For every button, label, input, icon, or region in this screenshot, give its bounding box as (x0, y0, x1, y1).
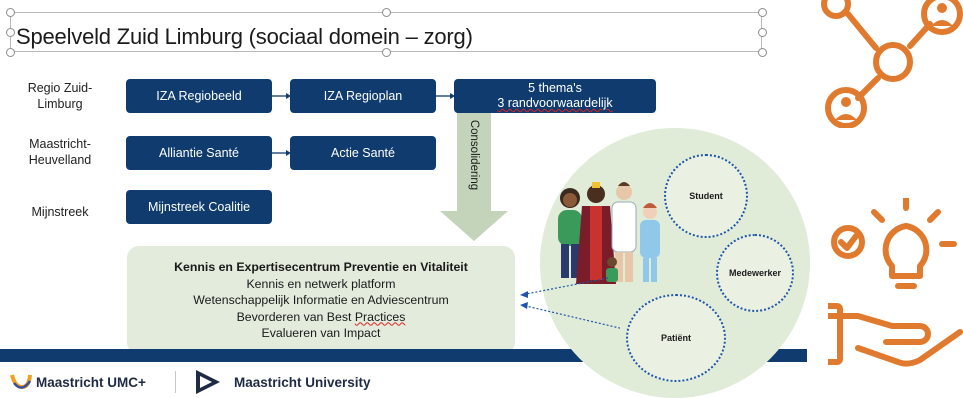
circle-medewerker: Medewerker (716, 234, 794, 312)
resize-handle-middle-left[interactable] (6, 28, 15, 37)
kennis-line-impact: Evalueren van Impact (261, 326, 381, 340)
logo-divider (175, 371, 176, 393)
box-iza-regiobeeld: IZA Regiobeeld (126, 79, 272, 113)
dotted-arrows-to-panel (520, 277, 620, 329)
consolidering-label: Consolidering (468, 119, 480, 191)
circle-student: Student (664, 154, 748, 238)
circle-patient: Patiënt (626, 294, 726, 382)
box-themas: 5 thema's 3 randvoorwaardelijk (454, 79, 656, 113)
um-logo-icon (196, 370, 220, 394)
region-label-mijnstreek: Mijnstreek (31, 205, 89, 219)
box-themas-line2: 3 randvoorwaardelijk (497, 96, 613, 110)
slide-title: Speelveld Zuid Limburg (sociaal domein –… (16, 24, 473, 49)
idea-hand-icon (828, 198, 963, 367)
consolidering-arrow (440, 113, 508, 241)
resize-handle-bottom-left[interactable] (6, 48, 15, 57)
region-label-maastricht-heuvelland: Maastricht-Heuvelland (28, 137, 92, 167)
kennis-line-best-practices: Bevorderen van Best Practices (236, 309, 406, 324)
region-label-zuid-limburg: Regio Zuid-Limburg (27, 81, 93, 111)
resize-handle-bottom-center[interactable] (382, 48, 391, 57)
network-people-icon (821, 0, 963, 128)
kennis-heading: Kennis en Expertisecentrum Preventie en … (174, 260, 468, 274)
resize-handle-middle-right[interactable] (758, 28, 767, 37)
box-mijnstreek-coalitie: Mijnstreek Coalitie (126, 190, 272, 224)
arrow-regioplan-to-themas (436, 93, 455, 99)
kennis-line-best-practices-word: Practices (354, 309, 406, 324)
kennis-line-platform: Kennis en netwerk platform (246, 276, 396, 291)
resize-handle-top-center[interactable] (382, 8, 391, 17)
umc-logo-icon (10, 374, 32, 390)
arrow-regiobeeld-to-regioplan (272, 93, 291, 99)
people-illustration (558, 182, 660, 284)
box-alliantie-sante: Alliantie Santé (126, 136, 272, 170)
arrow-alliantie-to-actie (272, 150, 291, 156)
box-themas-line1: 5 thema's (528, 81, 582, 95)
resize-handle-top-right[interactable] (758, 8, 767, 17)
umc-logo-text: Maastricht UMC+ (36, 375, 146, 390)
box-iza-regioplan: IZA Regioplan (290, 79, 436, 113)
resize-handle-bottom-right[interactable] (758, 48, 767, 57)
resize-handle-top-left[interactable] (6, 8, 15, 17)
kennis-expertisecentrum-panel: Kennis en Expertisecentrum Preventie en … (127, 246, 515, 354)
box-actie-sante: Actie Santé (290, 136, 436, 170)
kennis-line-adviescentrum: Wetenschappelijk Informatie en Adviescen… (193, 293, 449, 307)
um-logo-text: Maastricht University (234, 375, 371, 390)
